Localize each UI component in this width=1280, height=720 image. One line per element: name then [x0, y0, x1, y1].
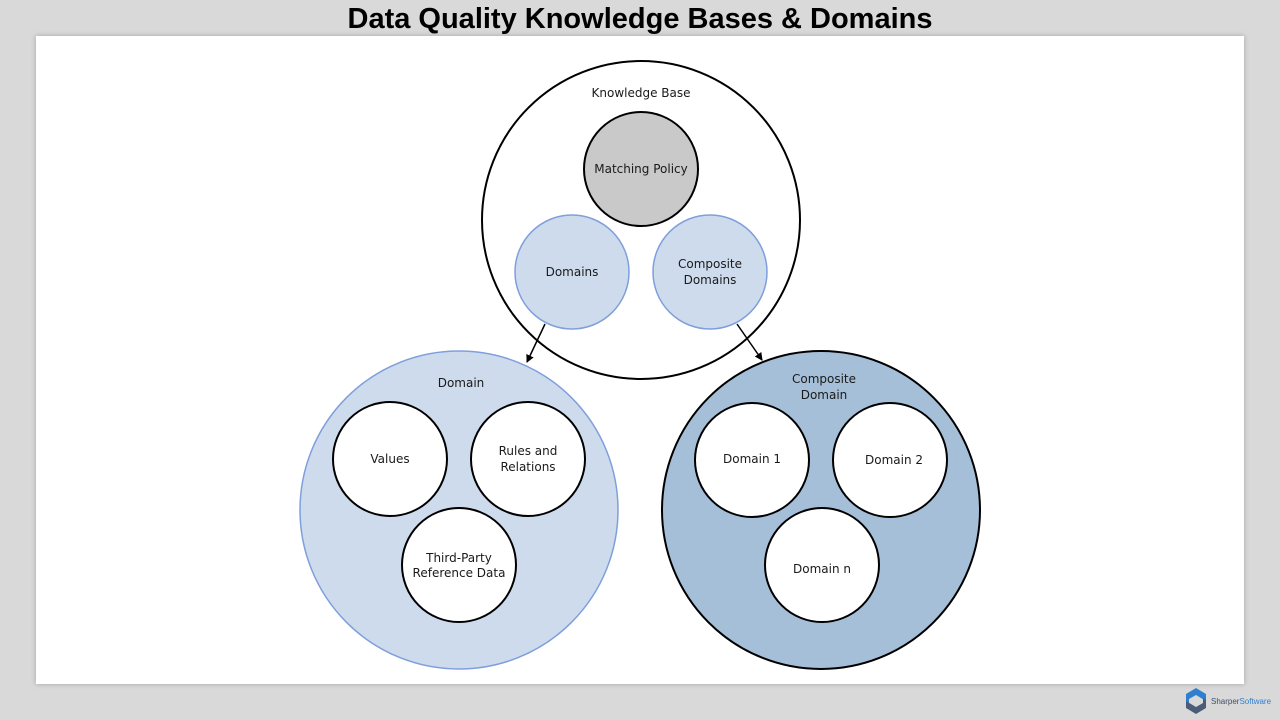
- logo-text: SharperSoftware: [1211, 697, 1271, 706]
- logo-accent: Software: [1239, 696, 1272, 706]
- matching-policy-circle: [583, 111, 699, 227]
- logo-icon: [1186, 688, 1206, 714]
- arrow-to-composite-domain: [736, 323, 763, 361]
- composite-domain-group: Composite Domain Domain 1 Domain 2 Domai…: [661, 350, 981, 670]
- domain-n-label: Domain n: [793, 562, 851, 576]
- sharpersoftware-logo: SharperSoftware: [1184, 687, 1274, 715]
- domain-1-circle: [694, 402, 810, 518]
- domain-2-label: Domain 2: [865, 453, 923, 467]
- composite-domains-circle: [652, 214, 768, 330]
- domain-1-label: Domain 1: [723, 452, 781, 466]
- rules-relations-label-line1: Rules and: [499, 444, 558, 458]
- rules-relations-label-line2: Relations: [500, 460, 555, 474]
- reference-data-circle: [401, 507, 517, 623]
- domain-n-circle: [764, 507, 880, 623]
- reference-data-label-line1: Third-Party: [425, 551, 492, 565]
- knowledge-base-label: Knowledge Base: [592, 86, 691, 100]
- domain-label: Domain: [438, 376, 485, 390]
- values-label: Values: [370, 452, 409, 466]
- domain-2-circle: [832, 402, 948, 518]
- composite-domains-label-line2: Domains: [684, 273, 737, 287]
- arrow-to-domain: [526, 323, 546, 363]
- domains-label: Domains: [546, 265, 599, 279]
- composite-domain-label-line2: Domain: [801, 388, 848, 402]
- slide-title: Data Quality Knowledge Bases & Domains: [347, 3, 933, 35]
- domain-group: Domain Values Rules and Relations Third-…: [299, 350, 619, 670]
- logo-name: Sharper: [1211, 696, 1240, 706]
- rules-relations-circle: [470, 401, 586, 517]
- knowledge-base-group: Knowledge Base Matching Policy Domains C…: [481, 60, 801, 380]
- domains-circle: [514, 214, 630, 330]
- composite-domain-label-line1: Composite: [792, 372, 856, 386]
- composite-domains-label-line1: Composite: [678, 257, 742, 271]
- values-circle: [332, 401, 448, 517]
- diagram-canvas: Knowledge Base Matching Policy Domains C…: [36, 36, 1244, 684]
- knowledge-base-diagram: Knowledge Base Matching Policy Domains C…: [299, 60, 981, 670]
- matching-policy-label: Matching Policy: [594, 162, 688, 176]
- reference-data-label-line2: Reference Data: [413, 566, 506, 580]
